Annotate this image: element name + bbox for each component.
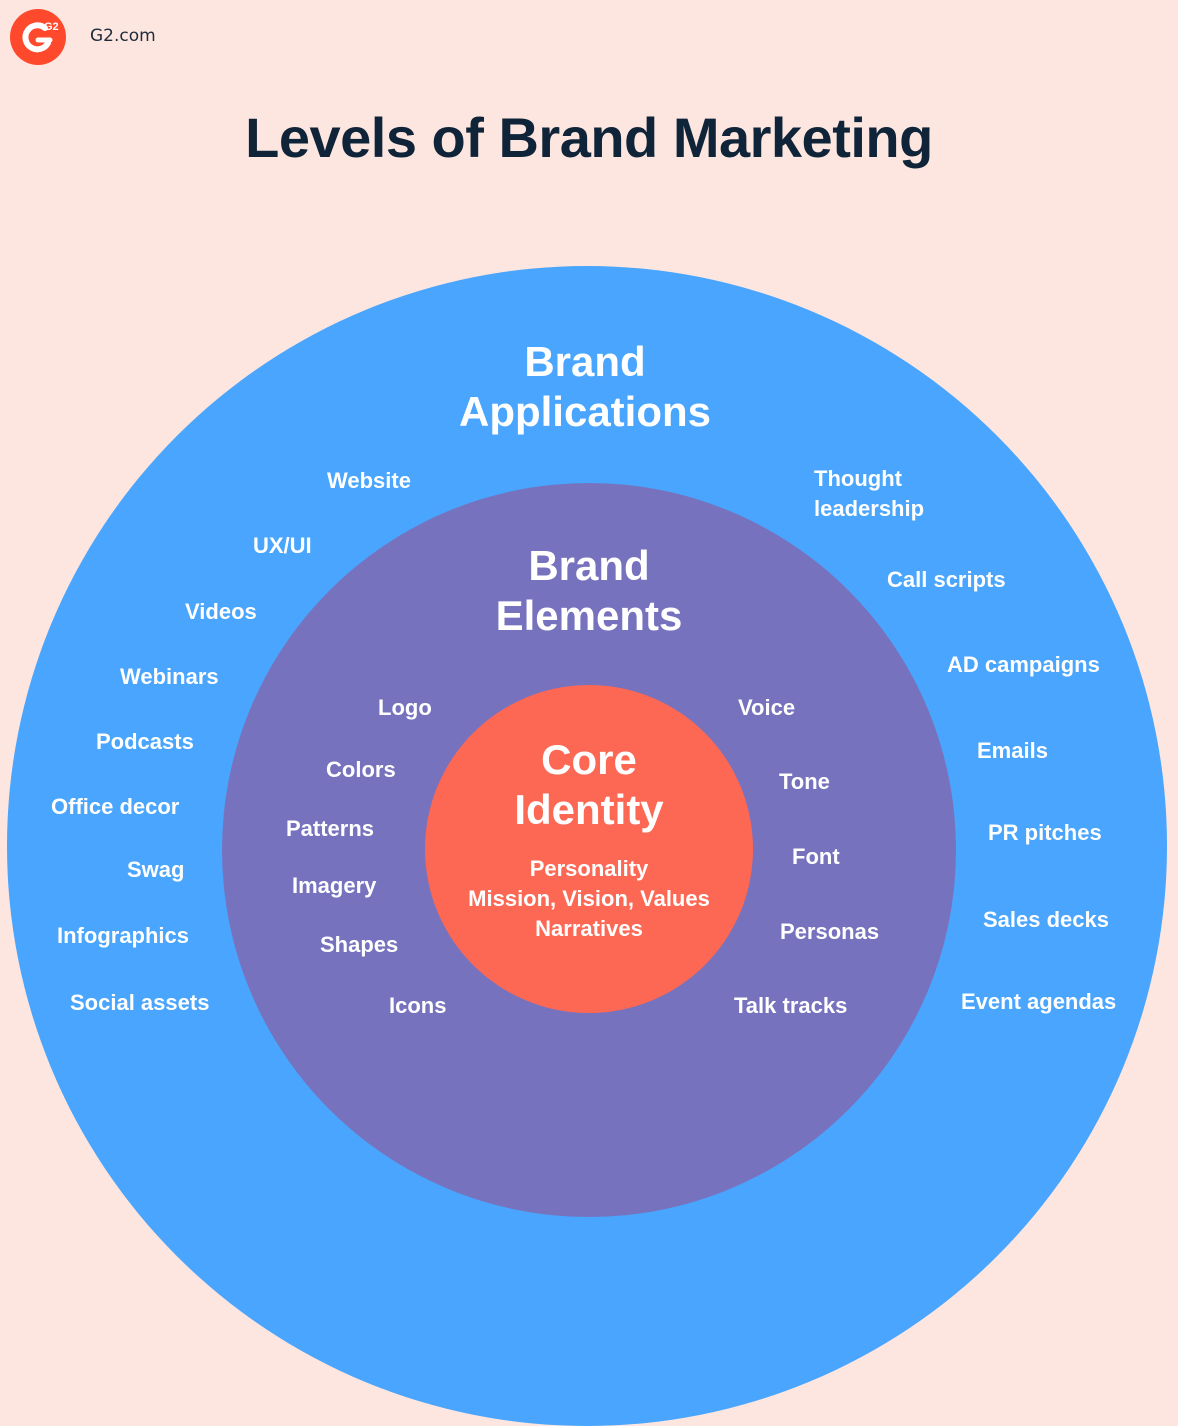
brand-applications-heading-line2: Applications: [458, 388, 712, 435]
core-identity-mission-vision-values: Mission, Vision, Values: [468, 886, 710, 911]
element-item-talk-tracks: Talk tracks: [734, 993, 848, 1018]
element-item-icons: Icons: [389, 993, 447, 1018]
application-item-ad-campaigns: AD campaigns: [947, 652, 1100, 677]
core-identity-narratives: Narratives: [535, 916, 643, 941]
brand-applications-heading-line1: Brand: [524, 338, 646, 385]
application-item-emails: Emails: [977, 738, 1048, 763]
element-item-shapes: Shapes: [320, 932, 399, 957]
element-item-imagery: Imagery: [292, 873, 377, 898]
element-item-voice: Voice: [738, 695, 796, 720]
brand-elements-heading-line2: Elements: [495, 592, 683, 639]
core-identity-personality: Personality: [529, 856, 649, 881]
application-item-infographics: Infographics: [57, 923, 190, 948]
application-item-webinars: Webinars: [120, 664, 219, 689]
page-title: Levels of Brand Marketing: [245, 106, 933, 169]
core-identity-heading-line1: Core: [541, 736, 637, 783]
brand-elements-heading-line1: Brand: [528, 542, 650, 589]
element-item-tone: Tone: [779, 769, 830, 794]
application-item-thought-leadership: Thought leadership: [814, 466, 925, 521]
element-item-font: Font: [792, 844, 840, 869]
application-item-event-agendas: Event agendas: [961, 989, 1117, 1014]
application-item-videos: Videos: [185, 599, 257, 624]
application-item-pr-pitches: PR pitches: [988, 820, 1102, 845]
g2-logo-icon: G2: [10, 9, 66, 65]
site-url[interactable]: G2.com: [90, 26, 156, 46]
logo-superscript: G2: [44, 21, 59, 33]
core-identity-heading: Core Identity: [425, 735, 753, 835]
element-item-personas: Personas: [780, 919, 880, 944]
element-item-colors: Colors: [326, 757, 396, 782]
application-item-office-decor: Office decor: [51, 794, 180, 819]
application-item-podcasts: Podcasts: [96, 729, 194, 754]
element-item-logo: Logo: [378, 695, 432, 720]
brand-elements-heading: Brand Elements: [439, 541, 739, 641]
core-identity-circle: [425, 685, 753, 1013]
application-item-social-assets: Social assets: [70, 990, 210, 1015]
application-item-sales-decks: Sales decks: [983, 907, 1109, 932]
application-item-website: Website: [327, 468, 411, 493]
element-item-patterns: Patterns: [286, 816, 375, 841]
application-item-swag: Swag: [127, 857, 185, 882]
application-item-ux-ui: UX/UI: [253, 533, 312, 558]
core-identity-heading-line2: Identity: [514, 786, 664, 833]
brand-applications-heading: Brand Applications: [385, 337, 785, 437]
application-item-call-scripts: Call scripts: [887, 567, 1006, 592]
